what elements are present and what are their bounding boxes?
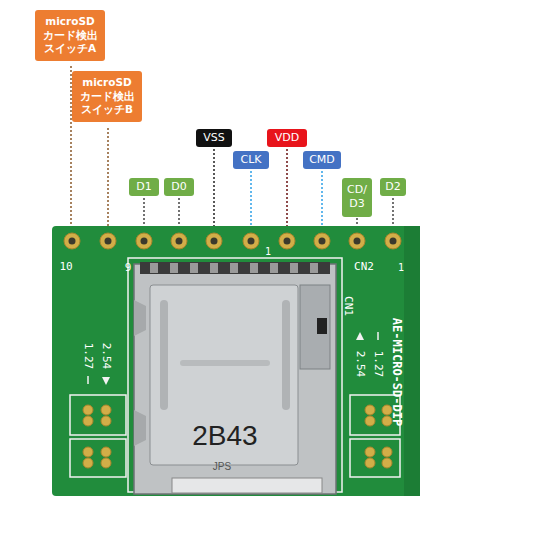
- pin-name: CLK: [237, 153, 265, 167]
- pitch-label: 1.27: [83, 343, 94, 370]
- part-marking: 2B43: [192, 422, 257, 450]
- pin-name: VSS: [200, 131, 228, 145]
- pin-number: 1: [265, 247, 271, 257]
- signal-box: D0: [164, 178, 194, 196]
- signal-box: CD/ D3: [342, 178, 372, 217]
- signal-box: CMD: [303, 151, 341, 169]
- pin-name: CMD: [307, 153, 337, 167]
- callout-text: microSD カード検出 スイッチA: [39, 15, 101, 56]
- pin-number: 9: [125, 262, 132, 273]
- pitch-label: 2.54: [355, 351, 366, 378]
- signal-box: D1: [129, 178, 159, 196]
- callout-text: CD/ D3: [346, 183, 368, 212]
- part-marking: JPS: [213, 462, 231, 472]
- signal-box: VSS: [196, 129, 232, 147]
- connector-name: CN1: [343, 296, 354, 316]
- pin-number: 1: [398, 263, 404, 273]
- callout-text: microSD カード検出 スイッチB: [76, 76, 138, 117]
- callout-box: microSD カード検出 スイッチB: [72, 71, 142, 122]
- pitch-label: 1.27: [373, 351, 384, 378]
- pin-number: 10: [59, 261, 72, 272]
- callout-box: microSD カード検出 スイッチA: [35, 10, 105, 61]
- pitch-label: 2.54: [101, 343, 112, 370]
- pin-name: VDD: [271, 131, 303, 145]
- board-name: AE-MICRO-SD-DIP: [391, 318, 403, 426]
- pin-name: D2: [384, 180, 402, 194]
- connector-name: CN2: [354, 261, 374, 272]
- pin-name: D1: [133, 180, 155, 194]
- pin-name: D0: [168, 180, 190, 194]
- signal-box: VDD: [267, 129, 307, 147]
- signal-box: D2: [380, 178, 406, 196]
- signal-box: CLK: [233, 151, 269, 169]
